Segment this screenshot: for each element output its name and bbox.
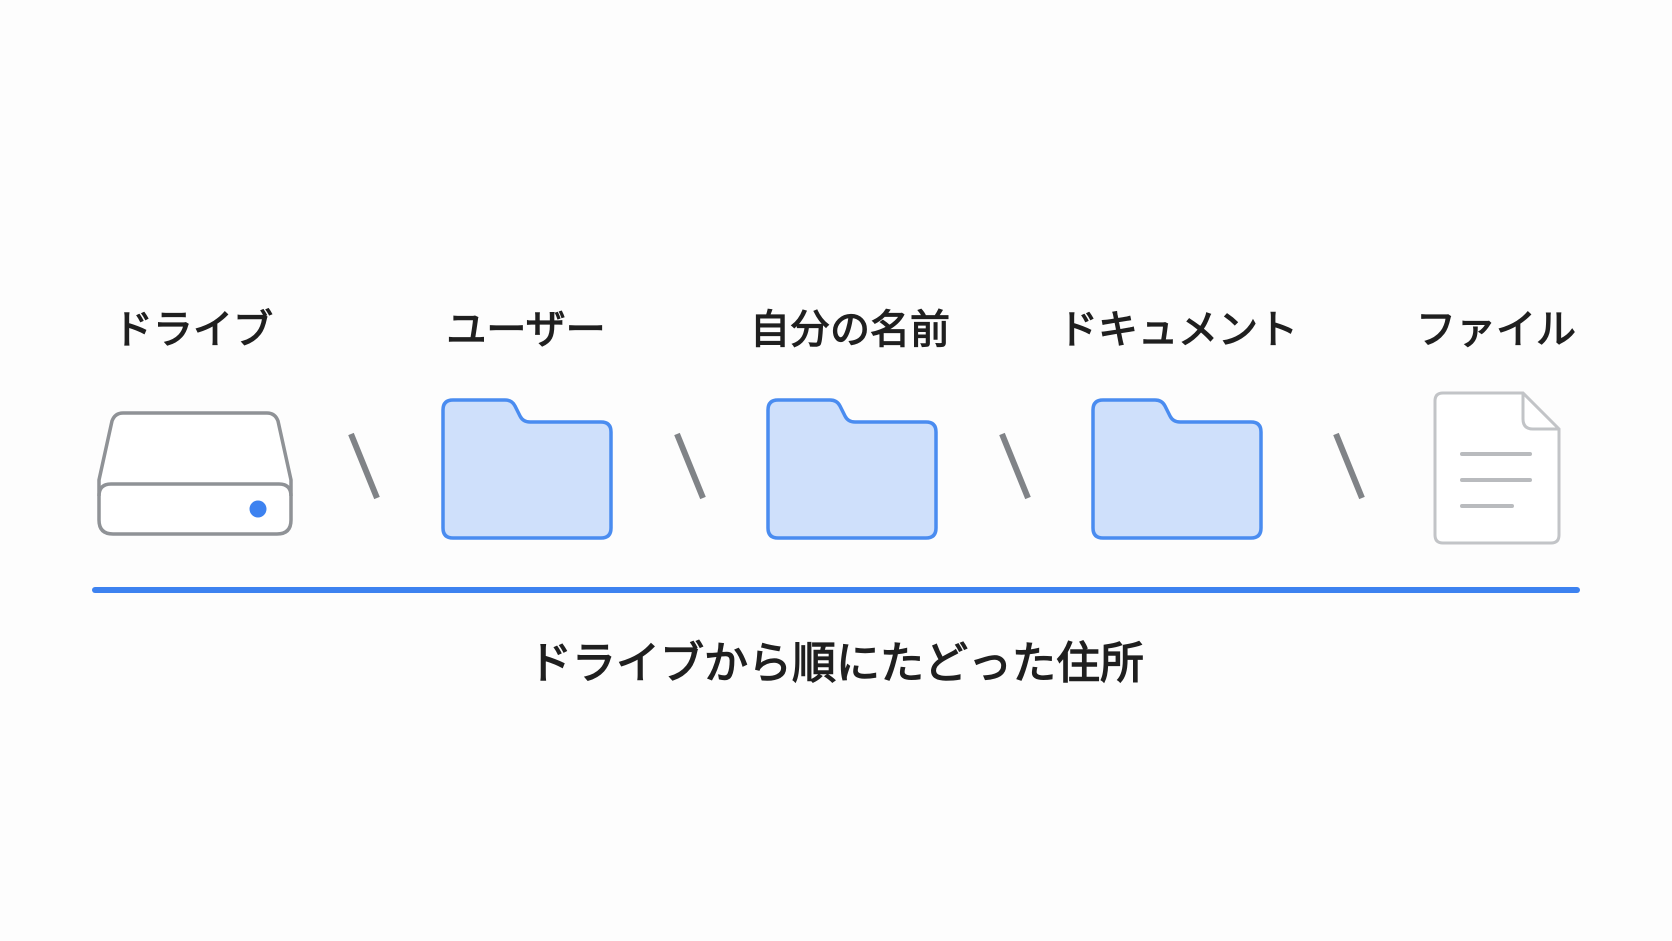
document-icon [1433, 391, 1561, 545]
caption: ドライブから順にたどった住所 [528, 638, 1144, 689]
path-underline [92, 587, 1580, 593]
hard-drive-icon [97, 411, 293, 536]
folder-icon-users [441, 398, 613, 540]
label-users: ユーザー [446, 307, 606, 353]
folder-icon-my-name [766, 398, 938, 540]
separator-icon [1333, 432, 1365, 500]
label-file: ファイル [1416, 307, 1576, 353]
label-drive: ドライブ [113, 307, 273, 353]
folder-icon-documents [1091, 398, 1263, 540]
label-my-name: 自分の名前 [750, 307, 950, 353]
separator-icon [999, 432, 1031, 500]
separator-icon [348, 432, 380, 500]
label-documents: ドキュメント [1058, 307, 1298, 353]
drive-led [249, 500, 267, 518]
separator-icon [674, 432, 706, 500]
